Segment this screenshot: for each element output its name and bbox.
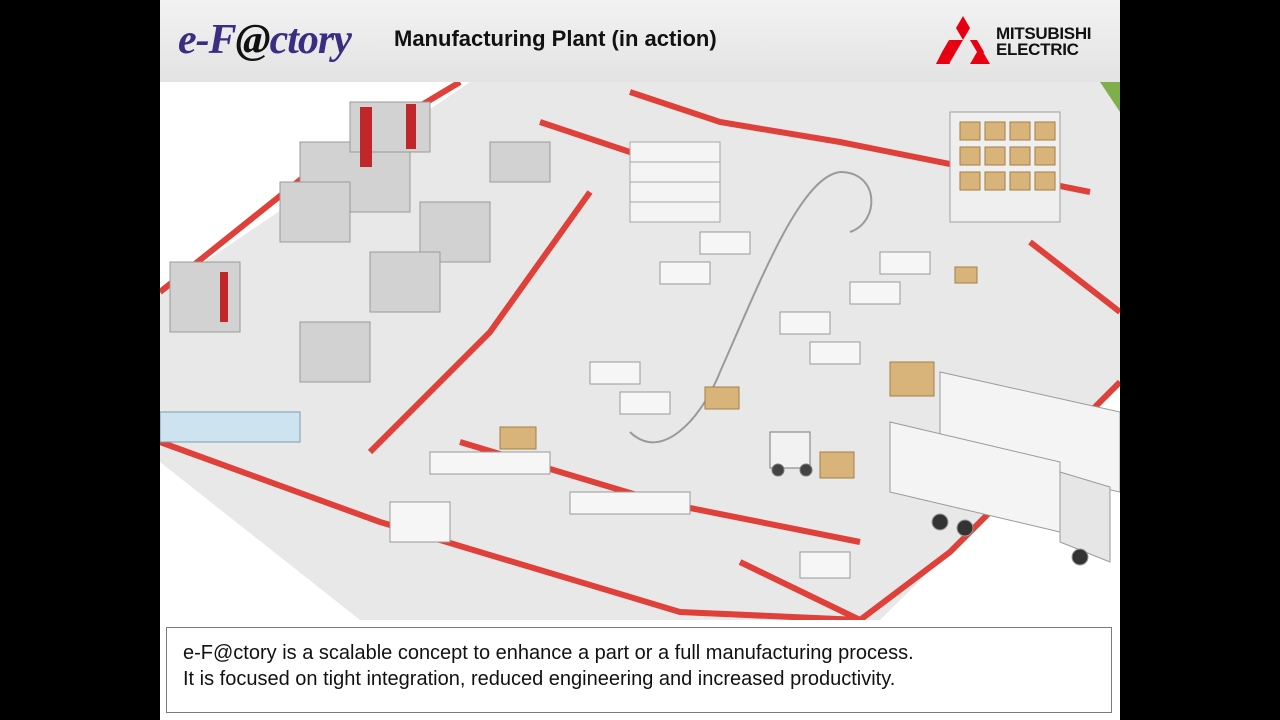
factory-illustration bbox=[160, 82, 1120, 620]
factory-floor bbox=[160, 82, 1120, 620]
page-title: Manufacturing Plant (in action) bbox=[394, 26, 717, 51]
e-factory-logo: e-F@ctory bbox=[178, 12, 352, 68]
slide: e-F@ctory Manufacturing Plant (in action… bbox=[160, 0, 1120, 720]
caption-box: e-F@ctory is a scalable concept to enhan… bbox=[166, 627, 1112, 713]
caption-line-1: e-F@ctory is a scalable concept to enhan… bbox=[183, 642, 914, 664]
brand-name: MITSUBISHI ELECTRIC bbox=[996, 24, 1092, 59]
logo-text-post: ctory bbox=[269, 17, 352, 63]
brand-logo: MITSUBISHI ELECTRIC bbox=[936, 14, 1106, 66]
brand-line-1: MITSUBISHI bbox=[996, 24, 1092, 43]
header-bar: e-F@ctory Manufacturing Plant (in action… bbox=[160, 0, 1120, 83]
delivery-truck bbox=[889, 371, 1120, 566]
logo-text-pre: e-F bbox=[178, 17, 237, 63]
logo-text-accent: @ bbox=[235, 17, 271, 63]
brand-line-2: ELECTRIC bbox=[996, 40, 1079, 59]
three-diamonds-icon bbox=[936, 16, 990, 64]
caption-line-2: It is focused on tight integration, redu… bbox=[183, 668, 896, 690]
